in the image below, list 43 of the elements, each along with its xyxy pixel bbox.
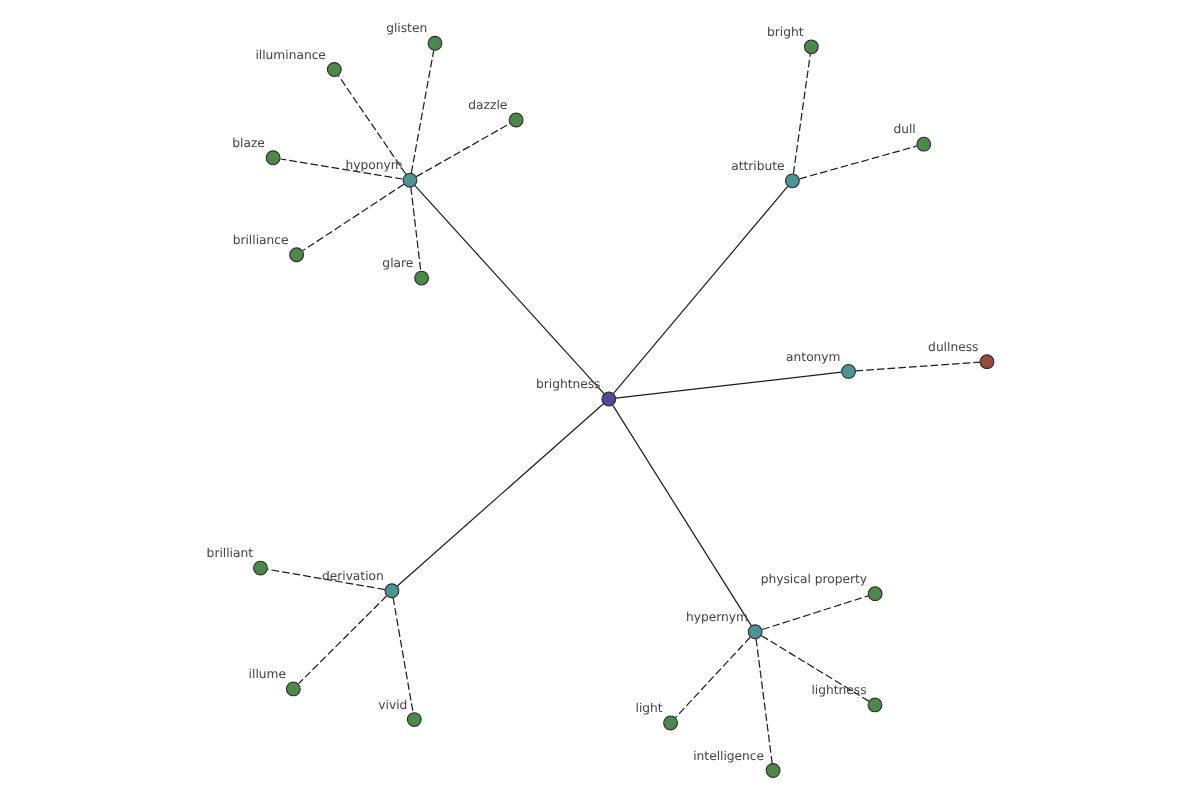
- node-circle: [508, 112, 524, 128]
- node-circle: [785, 173, 800, 189]
- connector: [615, 371, 843, 399]
- connector: [415, 122, 511, 178]
- node-circle: [867, 586, 883, 602]
- node-circle: [867, 697, 883, 713]
- connector: [761, 635, 870, 702]
- connector: [612, 185, 789, 395]
- connector: [755, 638, 773, 765]
- connector: [410, 186, 422, 272]
- node-circle: [253, 560, 268, 576]
- node-circle: [414, 270, 429, 286]
- node-circle: [265, 150, 281, 166]
- node-circle: [402, 172, 418, 188]
- connector: [410, 50, 435, 174]
- connector: [298, 595, 388, 685]
- node-circle: [841, 363, 856, 379]
- connector: [302, 183, 405, 252]
- connector: [798, 145, 918, 180]
- connector: [392, 597, 414, 714]
- node-circle: [747, 624, 763, 640]
- node-circle: [289, 247, 305, 263]
- node-circle: [326, 62, 342, 77]
- connector: [612, 404, 753, 627]
- connector: [855, 361, 981, 372]
- connector: [761, 595, 869, 631]
- node-circle: [427, 35, 443, 51]
- node-circle: [663, 715, 678, 731]
- connector: [266, 568, 386, 591]
- node-circle: [765, 763, 781, 778]
- node-circle: [916, 136, 932, 152]
- connector: [674, 636, 751, 719]
- connector: [414, 184, 605, 395]
- connector: [279, 158, 404, 180]
- node-circle: [384, 583, 400, 599]
- connector: [337, 74, 407, 175]
- node-circle: [979, 354, 995, 370]
- node-circle: [601, 391, 617, 407]
- connector: [792, 53, 811, 175]
- node-circle: [285, 681, 301, 697]
- connector: [396, 403, 605, 587]
- node-circle: [803, 39, 819, 55]
- node-circle: [406, 712, 422, 728]
